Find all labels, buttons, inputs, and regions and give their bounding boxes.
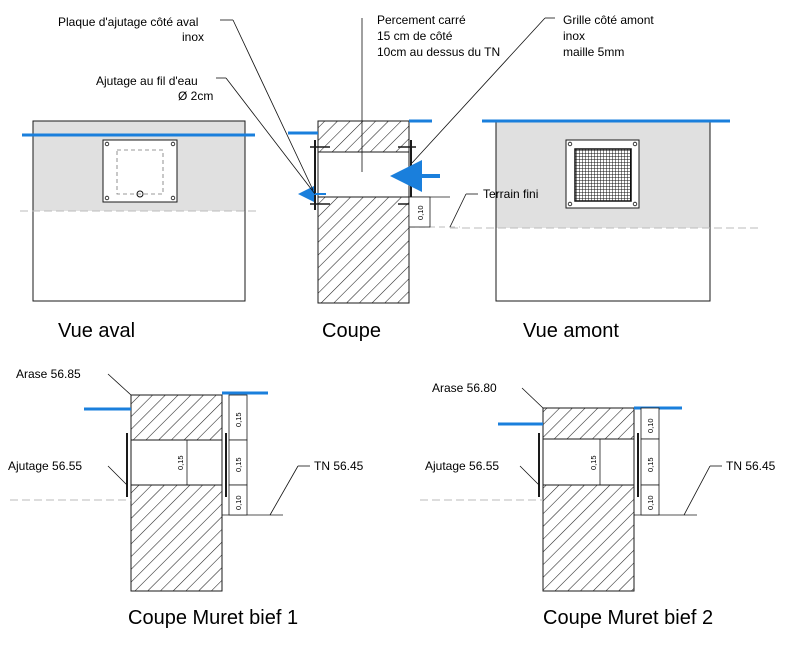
bolt bbox=[632, 201, 638, 207]
percement-label-1: Percement carré bbox=[377, 13, 466, 27]
bief2-dim-mid: 0,15 bbox=[646, 457, 655, 472]
bief1-ajutage-label: Ajutage 56.55 bbox=[8, 459, 82, 473]
bief1-upper-wall bbox=[130, 394, 223, 441]
bief2-section: 0,10 0,15 0,10 0,15 Arase 56.80 Ajutage … bbox=[420, 381, 776, 629]
aval-plate-opening bbox=[116, 149, 164, 195]
coupe-view: 0,10 Coupe bbox=[288, 119, 460, 342]
percement-label-3: 10cm au dessus du TN bbox=[377, 45, 500, 59]
bief2-dim-box bbox=[640, 484, 660, 516]
bief2-arase-label: Arase 56.80 bbox=[432, 381, 497, 395]
vue-amont-title: Vue amont bbox=[523, 320, 619, 342]
bief1-lower-wall bbox=[130, 484, 223, 592]
vue-aval-view: Vue aval bbox=[20, 120, 258, 342]
leader-line bbox=[107, 465, 128, 486]
percement-label-2: 15 cm de côté bbox=[377, 29, 453, 43]
bief2-dim-opening: 0,15 bbox=[589, 455, 598, 470]
bolt bbox=[104, 141, 110, 147]
bief2-title: Coupe Muret bief 2 bbox=[543, 607, 713, 629]
leader-line bbox=[449, 193, 467, 228]
ajutage-fil-label-2: Ø 2cm bbox=[178, 89, 213, 103]
dim-box bbox=[408, 196, 431, 228]
bief2-tn-label: TN 56.45 bbox=[726, 459, 776, 473]
top-callouts: Plaque d'ajutage côté aval inox Ajutage … bbox=[58, 13, 654, 228]
vue-aval-title: Vue aval bbox=[58, 320, 135, 342]
leader-line bbox=[269, 465, 299, 516]
bief2-dim-bot: 0,10 bbox=[646, 495, 655, 510]
bolt bbox=[170, 195, 176, 201]
terrain-fini-label: Terrain fini bbox=[483, 187, 538, 201]
grille-label-2: inox bbox=[563, 29, 585, 43]
bief1-tn-label: TN 56.45 bbox=[314, 459, 364, 473]
leader-line bbox=[232, 19, 314, 191]
leader-line bbox=[225, 77, 316, 195]
amont-grille-mesh bbox=[574, 148, 632, 202]
leader-line bbox=[683, 465, 711, 516]
bolt bbox=[567, 141, 573, 147]
leader-line bbox=[411, 17, 546, 164]
bief2-upper-wall bbox=[542, 407, 635, 440]
aval-plate bbox=[102, 139, 178, 203]
bief2-lower-wall bbox=[542, 484, 635, 592]
leader-line bbox=[107, 373, 132, 396]
leader-line bbox=[519, 465, 540, 486]
bief2-ajutage-label: Ajutage 56.55 bbox=[425, 459, 499, 473]
plaque-aval-label-1: Plaque d'ajutage côté aval bbox=[58, 15, 198, 29]
bief1-dim-mid: 0,15 bbox=[234, 457, 243, 472]
bolt bbox=[170, 141, 176, 147]
coupe-upper-wall bbox=[317, 120, 410, 153]
grille-label-3: maille 5mm bbox=[563, 45, 624, 59]
bief1-dim-bot: 0,10 bbox=[234, 495, 243, 510]
bief1-dim-opening: 0,15 bbox=[176, 455, 185, 470]
bief2-dim-top: 0,10 bbox=[646, 418, 655, 433]
leader-line bbox=[521, 387, 544, 409]
bolt bbox=[632, 141, 638, 147]
ajutage-hole bbox=[136, 190, 144, 198]
bief1-dim-box bbox=[228, 484, 248, 516]
bief1-dim-top: 0,15 bbox=[234, 412, 243, 427]
bief1-title: Coupe Muret bief 1 bbox=[128, 607, 298, 629]
plaque-aval-label-2: inox bbox=[182, 30, 204, 44]
ajutage-fil-label-1: Ajutage au fil d'eau bbox=[96, 74, 198, 88]
vue-amont-view: Vue amont bbox=[450, 119, 758, 342]
bief1-arase-label: Arase 56.85 bbox=[16, 367, 81, 381]
bolt bbox=[104, 195, 110, 201]
coupe-lower-wall bbox=[317, 196, 410, 304]
bief1-section: 0,15 0,15 0,10 0,15 Arase 56.85 Ajutage … bbox=[8, 367, 364, 629]
bolt bbox=[567, 201, 573, 207]
grille-label-1: Grille côté amont bbox=[563, 13, 654, 27]
coupe-dim-010: 0,10 bbox=[416, 205, 425, 220]
coupe-title: Coupe bbox=[322, 320, 381, 342]
